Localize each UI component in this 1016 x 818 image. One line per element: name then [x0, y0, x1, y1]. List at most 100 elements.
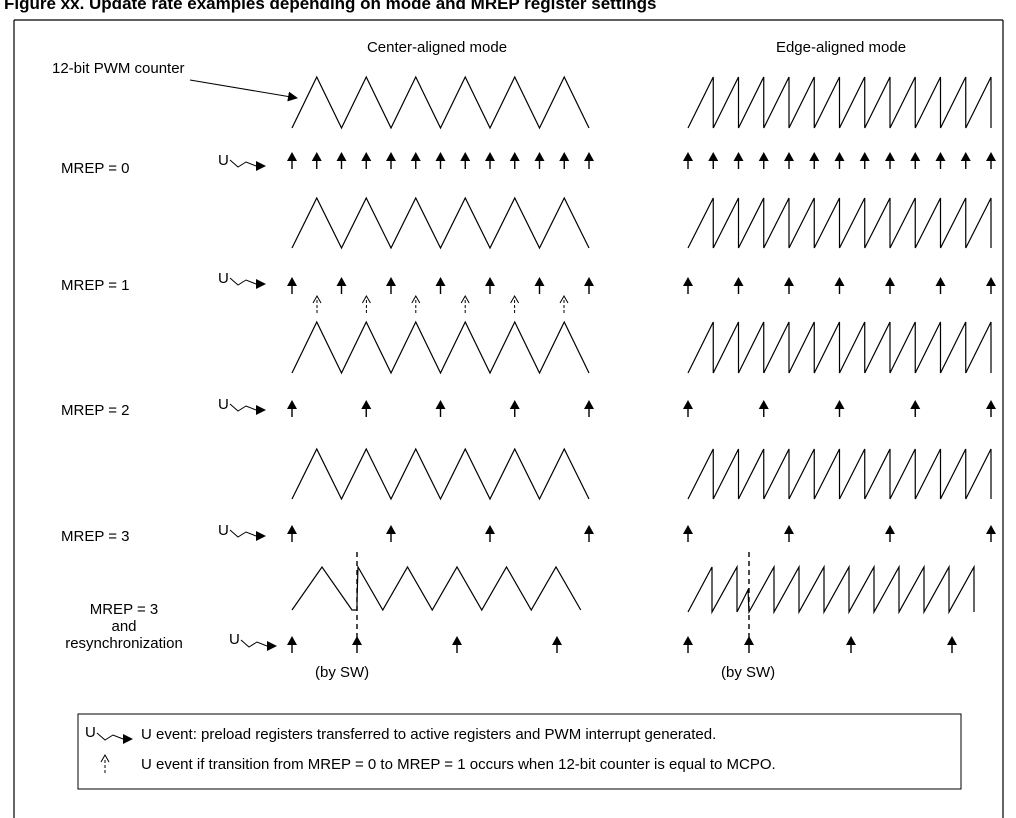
row-label-mrep-3: MREP = 3: [61, 528, 130, 545]
center-arrow-mrep0-6: [435, 152, 446, 169]
edge-arrow-mrep2-4: [986, 400, 996, 417]
u-event-symbol-mrep-2: U: [218, 396, 266, 415]
row-label-mrep-2: MREP = 2: [61, 402, 130, 419]
counter-pointer-arrow: [189, 79, 298, 102]
center-arrow-mrep1-5: [534, 277, 545, 294]
u-event-symbol-mrep-1: U: [218, 270, 266, 289]
center-arrow-mrep2-2: [435, 400, 446, 417]
center-arrow-resync-2: [452, 636, 462, 653]
center-counter-wave-1: [291, 196, 590, 250]
u-arrow-icon: [256, 279, 266, 289]
u-zigzag-icon: [229, 277, 257, 286]
center-arrow-mrep1-1: [336, 277, 347, 294]
edge-arrow-mrep0-6: [834, 152, 845, 169]
row-label-resync-line3: resynchronization: [65, 635, 183, 652]
edge-arrow-mrep0-8: [885, 152, 895, 169]
center-arrow-mrep0-5: [410, 152, 421, 169]
legend: U U event: preload registers transferred…: [77, 713, 962, 790]
edge-counter-wave-0: [687, 76, 992, 129]
center-dashed-arrow-mrep1-5: [559, 294, 569, 313]
edge-arrow-mrep0-1: [708, 152, 719, 169]
edge-counter-wave-2: [687, 321, 992, 374]
edge-arrow-mrep0-4: [784, 152, 794, 169]
center-arrow-mrep2-0: [287, 400, 297, 417]
u-zigzag-icon: [229, 159, 257, 168]
edge-arrow-mrep3-3: [986, 525, 996, 542]
center-arrow-mrep1-2: [386, 277, 396, 294]
u-arrow-icon: [256, 405, 266, 415]
edge-aligned-header: Edge-aligned mode: [776, 39, 906, 56]
center-aligned-header: Center-aligned mode: [367, 39, 507, 56]
counter-label: 12-bit PWM counter: [52, 60, 185, 77]
u-event-symbol-mrep-0: U: [218, 152, 266, 171]
center-arrow-mrep0-8: [485, 152, 495, 169]
u-zigzag-icon: [229, 529, 257, 538]
center-arrow-mrep0-0: [287, 152, 297, 169]
edge-arrow-mrep1-2: [784, 277, 794, 294]
center-arrow-mrep0-7: [460, 152, 471, 169]
edge-arrow-mrep1-6: [986, 277, 996, 294]
by-sw-label-center: (by SW): [315, 664, 369, 681]
edge-arrow-mrep3-0: [683, 525, 693, 542]
edge-arrow-mrep2-0: [683, 400, 693, 417]
edge-arrow-mrep1-0: [683, 277, 693, 294]
center-arrow-mrep0-2: [336, 152, 347, 169]
center-dashed-arrow-mrep1-1: [361, 294, 371, 313]
u-event-symbol-mrep-3: U: [218, 522, 266, 541]
center-arrow-mrep0-9: [509, 152, 520, 169]
edge-arrow-resync-2: [846, 636, 856, 653]
u-letter: U: [218, 152, 229, 169]
edge-arrow-mrep1-5: [935, 277, 946, 294]
center-arrow-mrep0-11: [559, 152, 570, 169]
edge-arrow-resync-0: [683, 636, 693, 653]
center-arrow-mrep3-2: [485, 525, 495, 542]
edge-arrow-mrep3-2: [885, 525, 895, 542]
legend-line-1: U event: preload registers transferred t…: [141, 726, 716, 743]
row-label-resync-line1: MREP = 3: [90, 601, 159, 618]
center-counter-wave-0: [291, 75, 590, 130]
center-arrow-resync-0: [287, 636, 297, 653]
edge-arrow-mrep3-1: [784, 525, 794, 542]
edge-counter-wave-3: [687, 448, 992, 500]
center-arrow-mrep3-1: [386, 525, 396, 542]
center-arrow-mrep0-3: [361, 152, 372, 169]
center-arrow-mrep2-1: [361, 400, 372, 417]
edge-arrow-mrep0-3: [758, 152, 769, 169]
center-arrow-mrep0-10: [534, 152, 545, 169]
center-counter-wave-3: [291, 447, 590, 501]
center-dashed-arrow-mrep1-3: [460, 294, 470, 313]
center-arrow-mrep1-3: [435, 277, 446, 294]
edge-counter-wave-1: [687, 197, 992, 249]
legend-line-2: U event if transition from MREP = 0 to M…: [141, 756, 776, 773]
u-arrow-icon: [267, 641, 277, 651]
center-arrow-mrep1-0: [287, 277, 297, 294]
figure-title-bar: Figure xx. Update rate examples dependin…: [0, 0, 1016, 18]
edge-arrow-mrep0-0: [683, 152, 693, 169]
center-arrow-mrep1-6: [584, 277, 594, 294]
u-letter: U: [218, 396, 229, 413]
figure-title: Figure xx. Update rate examples dependin…: [4, 0, 657, 13]
edge-counter-wave-resync: [687, 564, 975, 615]
row-label-mrep-0: MREP = 0: [61, 160, 130, 177]
edge-arrow-mrep0-11: [960, 152, 971, 169]
edge-arrow-mrep2-2: [834, 400, 845, 417]
center-arrow-mrep2-3: [509, 400, 520, 417]
edge-arrow-mrep0-12: [986, 152, 996, 169]
row-label-resync-line2: and: [111, 618, 136, 635]
edge-arrow-mrep0-2: [733, 152, 744, 169]
edge-arrow-mrep0-10: [935, 152, 946, 169]
legend-dashed-arrow-icon: [100, 753, 110, 773]
center-arrow-resync-3: [552, 636, 562, 653]
edge-arrow-mrep1-3: [834, 277, 845, 294]
legend-u-letter: U: [85, 724, 96, 741]
center-counter-wave-resync: [291, 564, 582, 612]
edge-arrow-mrep2-1: [758, 400, 769, 417]
center-dashed-arrow-mrep1-2: [411, 294, 421, 313]
edge-arrow-mrep2-3: [910, 400, 921, 417]
row-label-mrep-1: MREP = 1: [61, 277, 130, 294]
legend-zigzag-icon: [96, 732, 124, 741]
center-arrow-mrep0-4: [386, 152, 396, 169]
event-arrows: [287, 152, 996, 653]
legend-box: [77, 713, 962, 790]
center-dashed-arrow-mrep1-0: [312, 294, 322, 313]
